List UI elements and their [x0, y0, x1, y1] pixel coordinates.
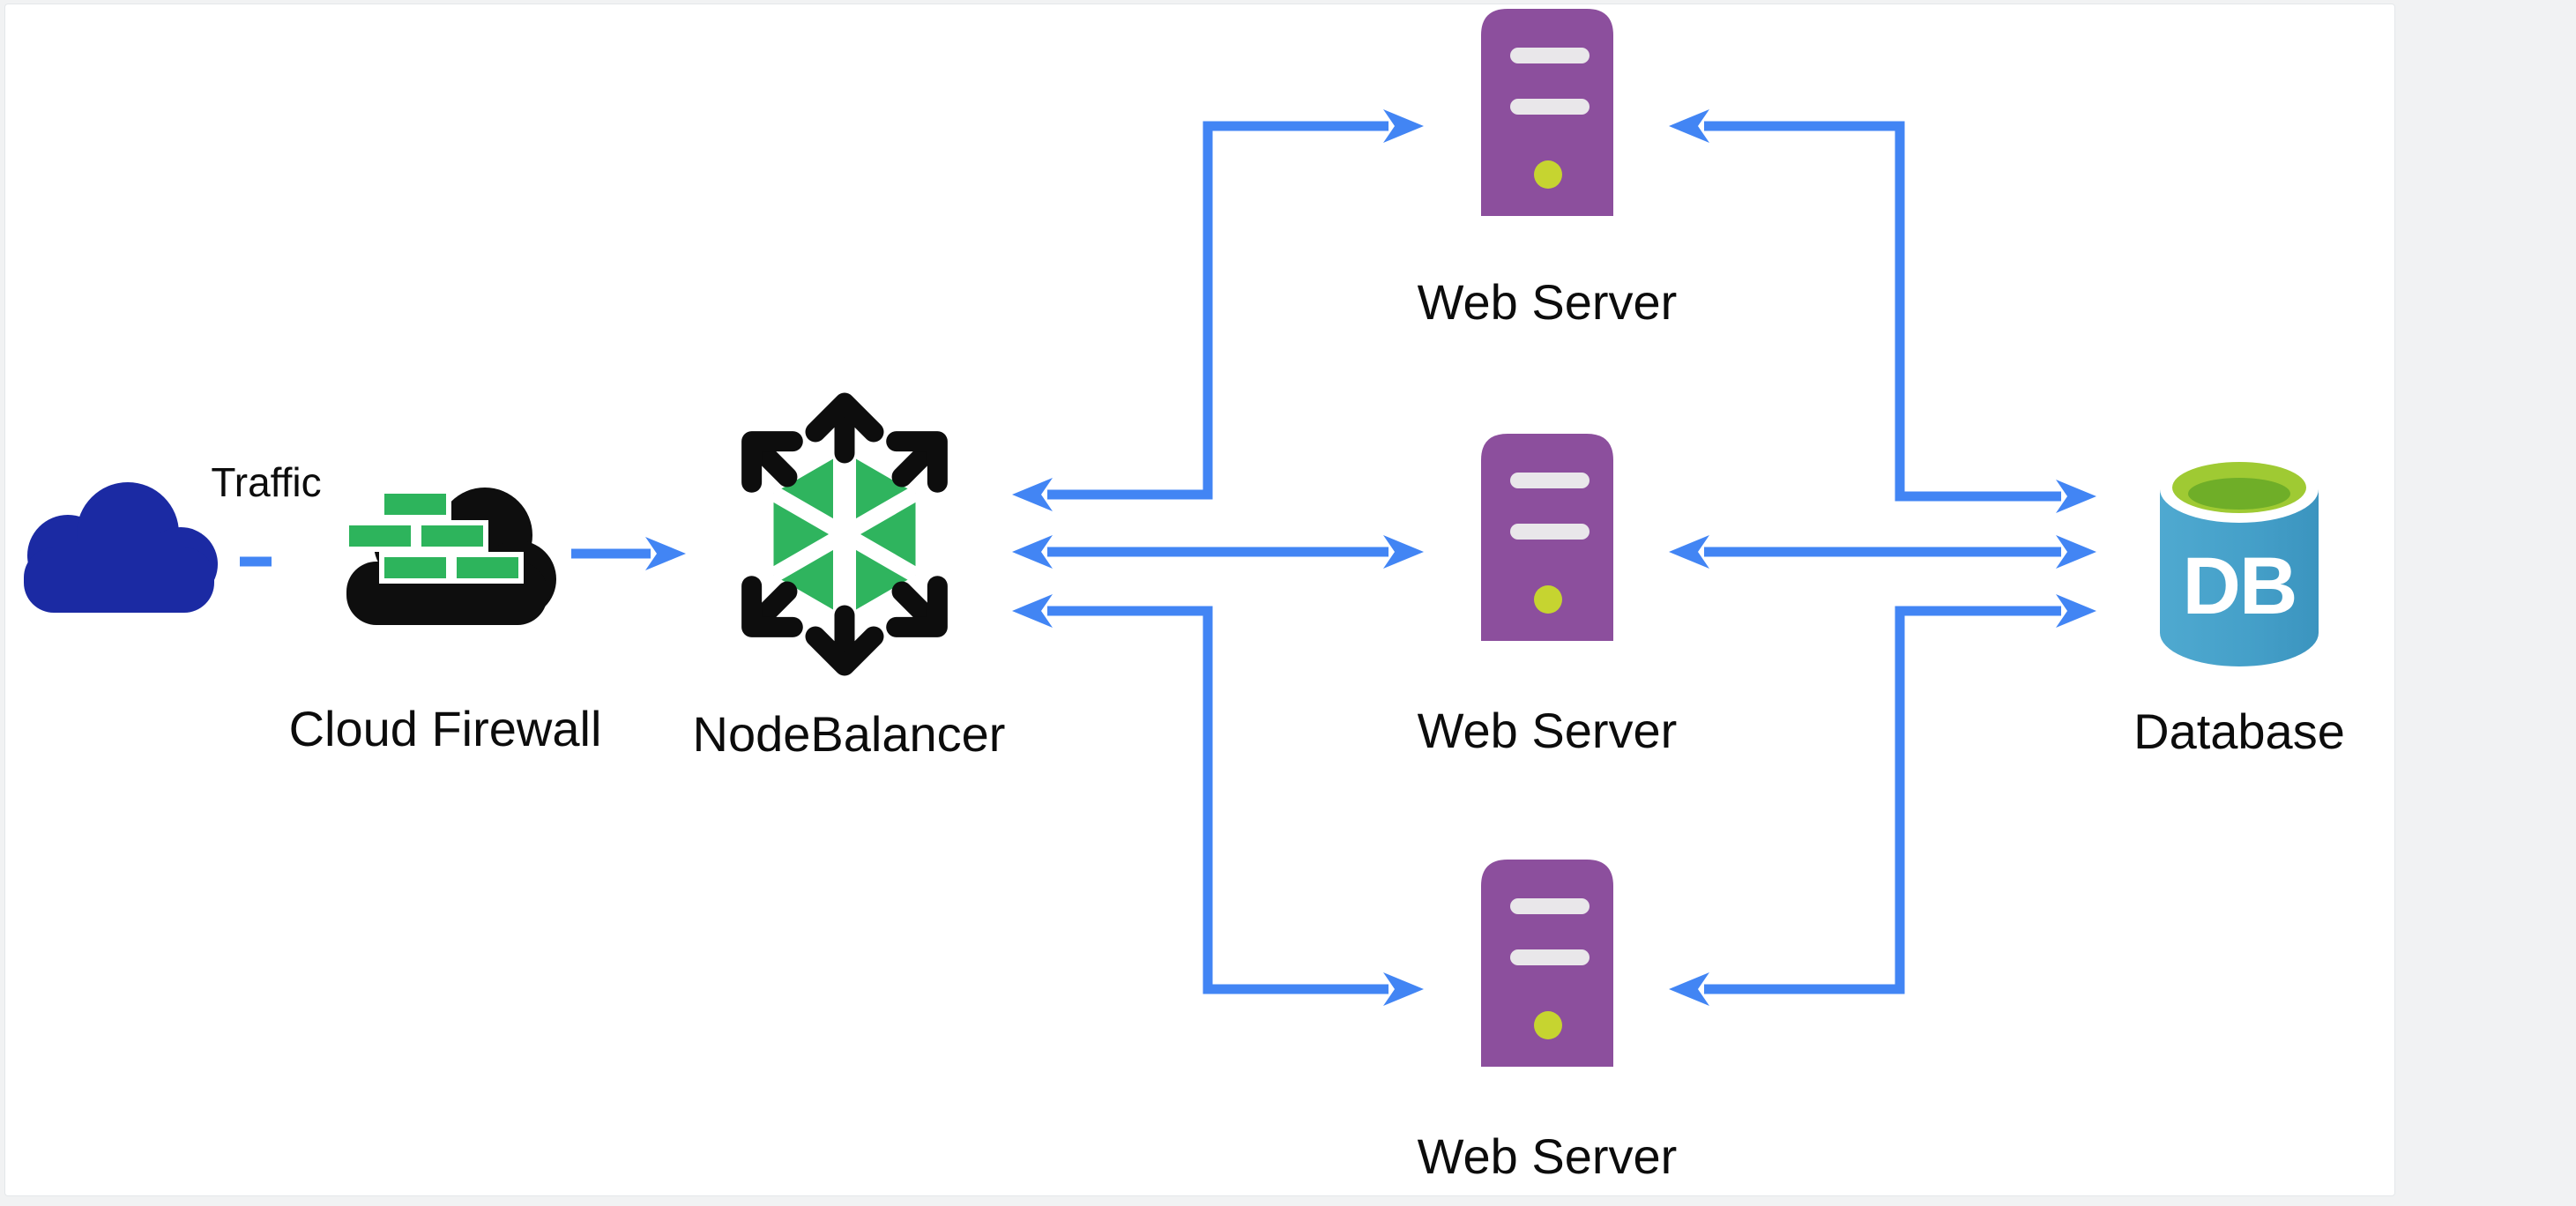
nodebalancer-spokes [769, 452, 920, 616]
connector-nodebalancer-webserver-top [1012, 109, 1424, 511]
web-server-bottom-label: Web Server [1417, 1128, 1678, 1184]
cloud-firewall-label: Cloud Firewall [288, 701, 602, 756]
cloud-base [24, 547, 214, 613]
database-icon: DB [2160, 456, 2319, 666]
web-server-top-label: Web Server [1417, 274, 1678, 330]
nodebalancer-icon [731, 403, 957, 666]
brick [416, 520, 488, 552]
database-top-inner [2188, 478, 2290, 510]
connector-webserver-bottom-database [1669, 594, 2096, 1006]
brick [379, 488, 451, 520]
brick [451, 552, 524, 584]
database-label: Database [2133, 704, 2345, 759]
nodebalancer-arrow-down [815, 615, 874, 666]
web-server-middle-label: Web Server [1417, 703, 1678, 758]
database-cylinder-body [2160, 489, 2319, 666]
connectors [240, 109, 2096, 1006]
traffic-label: Traffic [211, 459, 322, 505]
brick [379, 552, 451, 584]
web-server-top-icon [1481, 9, 1613, 216]
database-badge-text: DB [2183, 541, 2297, 631]
connector-webserver-top-database [1669, 109, 2096, 513]
web-server-middle-icon [1481, 434, 1613, 641]
traffic-cloud-icon [24, 482, 218, 613]
nodebalancer-label: NodeBalancer [692, 706, 1006, 762]
web-server-bottom-icon [1481, 860, 1613, 1067]
cloud-firewall-icon [344, 488, 556, 625]
brick [344, 520, 416, 552]
nodebalancer-arrow-up [815, 403, 874, 453]
firewall-bricks [344, 488, 524, 584]
connector-nodebalancer-webserver-bottom [1012, 594, 1424, 1006]
